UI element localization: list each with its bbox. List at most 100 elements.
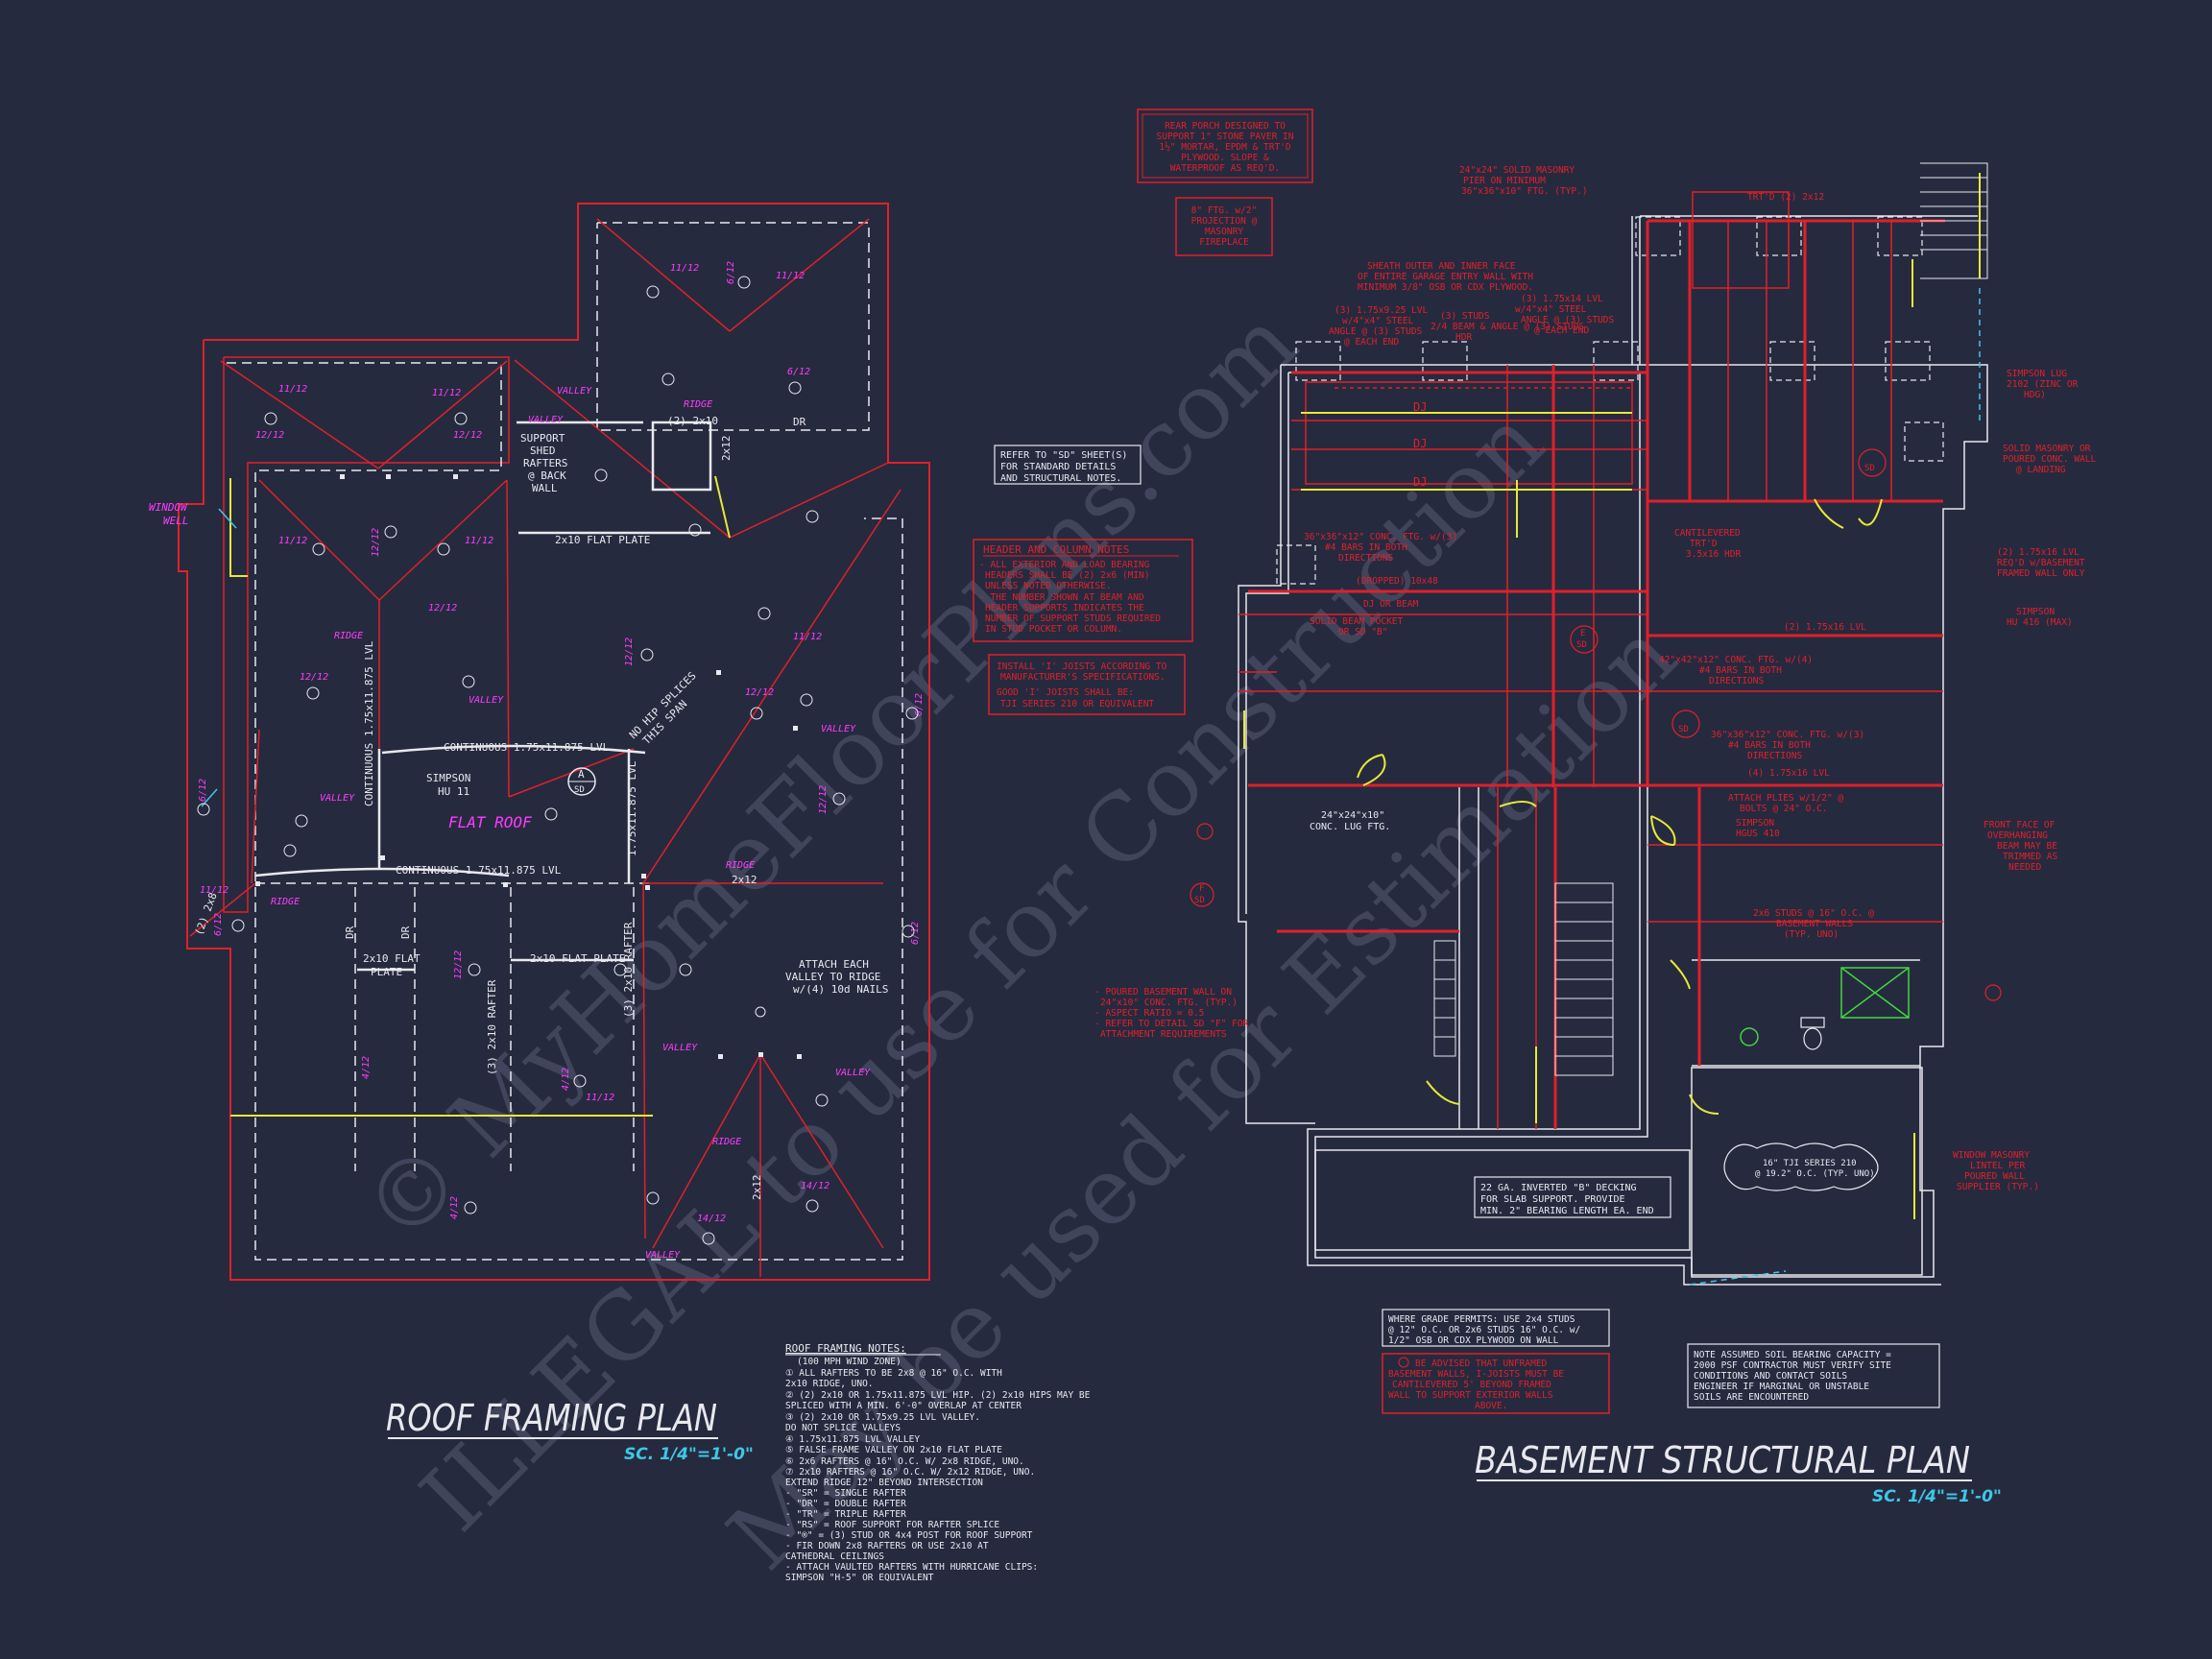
basement-walls bbox=[1238, 215, 1988, 1286]
svg-text:w/4"x4" STEEL: w/4"x4" STEEL bbox=[1515, 304, 1587, 315]
pitch-label: 12/12 bbox=[371, 528, 381, 557]
roof-note: - "RS" = ROOF SUPPORT FOR RAFTER SPLICE bbox=[785, 1520, 999, 1530]
valley-label: VALLEY bbox=[821, 724, 856, 734]
svg-text:HGUS 410: HGUS 410 bbox=[1736, 829, 1780, 839]
x2x12-top: 2x12 bbox=[720, 436, 733, 462]
svg-text:FOR STANDARD DETAILS: FOR STANDARD DETAILS bbox=[1000, 462, 1116, 472]
soil-note-box bbox=[1687, 1343, 1940, 1408]
svg-text:LINTEL PER: LINTEL PER bbox=[1970, 1161, 2025, 1171]
pitch-label: 14/12 bbox=[801, 1181, 830, 1191]
svg-text:(4) 1.75x16 LVL: (4) 1.75x16 LVL bbox=[1747, 768, 1830, 779]
svg-text:2x6 STUDS @ 16" O.C. @: 2x6 STUDS @ 16" O.C. @ bbox=[1753, 908, 1874, 919]
pitch-label: 14/12 bbox=[697, 1214, 726, 1224]
svg-text:2000 PSF CONTRACTOR MUST VERIF: 2000 PSF CONTRACTOR MUST VERIFY SITE bbox=[1694, 1360, 1891, 1371]
roof-note: ④ 1.75x11.875 LVL VALLEY bbox=[785, 1434, 920, 1445]
svg-text:DJ OR BEAM: DJ OR BEAM bbox=[1363, 599, 1418, 610]
svg-text:DIRECTIONS: DIRECTIONS bbox=[1338, 553, 1393, 564]
valley-label: VALLEY bbox=[645, 1250, 681, 1261]
svg-text:HEADER AND COLUMN NOTES: HEADER AND COLUMN NOTES bbox=[983, 543, 1129, 556]
flat-plate-left-1: 2x10 FLAT bbox=[363, 952, 421, 965]
header-notes: HEADER AND COLUMN NOTES - ALL EXTERIOR A… bbox=[979, 543, 1179, 635]
ridge-label: RIDGE bbox=[271, 897, 300, 907]
svg-text:FRAMED WALL ONLY: FRAMED WALL ONLY bbox=[1997, 568, 2085, 579]
detail-sd: SD bbox=[574, 785, 585, 795]
header-notes-box bbox=[973, 539, 1193, 642]
svg-text:NEEDED: NEEDED bbox=[2008, 862, 2042, 873]
svg-text:SIMPSON LUG: SIMPSON LUG bbox=[2007, 369, 2067, 379]
svg-text:SHEATH OUTER AND INNER FACE: SHEATH OUTER AND INNER FACE bbox=[1367, 261, 1516, 272]
svg-text:2102 (ZINC OR: 2102 (ZINC OR bbox=[2007, 379, 2079, 390]
roof-beams bbox=[254, 421, 712, 972]
pitch-label: 11/12 bbox=[586, 1093, 614, 1103]
roof-note: - "SR" = SINGLE RAFTER bbox=[785, 1488, 906, 1499]
valley-label: VALLEY bbox=[469, 695, 504, 706]
svg-text:OF ENTIRE GARAGE ENTRY WALL WI: OF ENTIRE GARAGE ENTRY WALL WITH bbox=[1358, 272, 1533, 282]
svg-text:22 GA. INVERTED "B" DECKING: 22 GA. INVERTED "B" DECKING bbox=[1480, 1183, 1637, 1193]
roof-notes-title: ROOF FRAMING NOTES: bbox=[785, 1342, 906, 1355]
roof-note: ⑥ 2x6 RAFTERS @ 16" O.C. W/ 2x8 RIDGE, U… bbox=[785, 1456, 1024, 1467]
fireplace-box bbox=[1175, 197, 1273, 256]
roof-note: - "DR" = DOUBLE RAFTER bbox=[785, 1499, 906, 1509]
basement-shower-fixture bbox=[1740, 967, 1910, 1046]
svg-text:OR SD "B": OR SD "B" bbox=[1338, 627, 1387, 637]
svg-text:ATTACHMENT REQUIREMENTS: ATTACHMENT REQUIREMENTS bbox=[1100, 1029, 1227, 1040]
svg-text:SOLID MASONRY OR: SOLID MASONRY OR bbox=[2003, 444, 2091, 454]
svg-text:#4 BARS IN BOTH: #4 BARS IN BOTH bbox=[1325, 542, 1407, 553]
grade-permits-box bbox=[1382, 1309, 1610, 1347]
svg-text:3.5x16 HDR: 3.5x16 HDR bbox=[1686, 549, 1741, 560]
pitch-label: 11/12 bbox=[670, 263, 699, 274]
svg-text:SD: SD bbox=[1864, 464, 1875, 473]
svg-text:DIRECTIONS: DIRECTIONS bbox=[1747, 751, 1802, 761]
pitch-label: 4/12 bbox=[361, 1056, 372, 1079]
pitch-label: 12/12 bbox=[453, 950, 464, 979]
svg-text:(2) 1.75x16 LVL: (2) 1.75x16 LVL bbox=[1997, 547, 2080, 558]
pitch-label: 11/12 bbox=[793, 632, 822, 642]
support-shed-2: SHED bbox=[530, 445, 556, 457]
ridge-label: RIDGE bbox=[334, 631, 363, 641]
roof-labels: WINDOW WELL SUPPORT SHED RAFTERS @ BACK … bbox=[149, 415, 888, 1200]
detail-a: A bbox=[578, 768, 585, 781]
svg-text:16" TJI SERIES 210: 16" TJI SERIES 210 bbox=[1763, 1159, 1857, 1168]
lvl-vertical-right: 1.75x11.875 LVL bbox=[626, 760, 638, 856]
basement-yellow-accents bbox=[1243, 173, 1981, 1219]
roof-outline-inner bbox=[223, 356, 510, 913]
svg-text:MASONRY: MASONRY bbox=[1205, 227, 1243, 237]
svg-text:#4 BARS IN BOTH: #4 BARS IN BOTH bbox=[1728, 740, 1811, 751]
svg-text:8" FTG. w/2": 8" FTG. w/2" bbox=[1191, 205, 1258, 216]
decking-note: 22 GA. INVERTED "B" DECKING FOR SLAB SUP… bbox=[1480, 1183, 1654, 1216]
svg-text:1½" MORTAR, EPDM & TRT'D: 1½" MORTAR, EPDM & TRT'D bbox=[1159, 142, 1291, 153]
svg-text:(3) STUDS: (3) STUDS bbox=[1440, 311, 1490, 322]
svg-text:CANTILEVERED: CANTILEVERED bbox=[1674, 528, 1741, 539]
support-shed-1: SUPPORT bbox=[520, 432, 565, 445]
svg-text:@ 19.2" O.C. (TYP. UNO): @ 19.2" O.C. (TYP. UNO) bbox=[1755, 1169, 1875, 1179]
svg-text:REFER TO "SD" SHEET(S): REFER TO "SD" SHEET(S) bbox=[1000, 450, 1127, 461]
svg-text:ENGINEER IF MARGINAL OR UNSTAB: ENGINEER IF MARGINAL OR UNSTABLE bbox=[1694, 1382, 1869, 1392]
roof-note: ② (2) 2x10 OR 1.75x11.875 LVL HIP. (2) 2… bbox=[785, 1390, 1091, 1401]
roof-magenta-labels: VALLEY VALLEY VALLEY VALLEY VALLEY VALLE… bbox=[198, 261, 925, 1261]
svg-text:(3) 1.75x9.25 LVL: (3) 1.75x9.25 LVL bbox=[1334, 305, 1429, 316]
basement-dj-labels: DJ DJ DJ bbox=[1413, 400, 1427, 489]
svg-text:HEADER SUPPORTS INDICATES THE: HEADER SUPPORTS INDICATES THE bbox=[985, 603, 1144, 613]
x2x12-bottom: 2x12 bbox=[751, 1175, 763, 1201]
svg-text:MINIMUM 3/8" OSB OR CDX PLYWOO: MINIMUM 3/8" OSB OR CDX PLYWOOD. bbox=[1358, 282, 1533, 293]
roof-note: (100 MPH WIND ZONE) bbox=[797, 1357, 902, 1367]
roof-note: - ATTACH VAULTED RAFTERS WITH HURRICANE … bbox=[785, 1562, 1038, 1573]
svg-text:CANTILEVERED 5' BEYOND FRAMED: CANTILEVERED 5' BEYOND FRAMED bbox=[1392, 1380, 1551, 1390]
joist-notes: INSTALL 'I' JOISTS ACCORDING TO MANUFACT… bbox=[997, 661, 1167, 709]
pitch-label: 12/12 bbox=[428, 603, 457, 613]
basement-title: BASEMENT STRUCTURAL PLAN bbox=[1475, 1439, 1970, 1481]
support-shed-5: WALL bbox=[532, 482, 558, 494]
svg-text:CONDITIONS AND CONTACT SOILS: CONDITIONS AND CONTACT SOILS bbox=[1694, 1371, 1847, 1382]
svg-text:BASEMENT WALLS: BASEMENT WALLS bbox=[1776, 919, 1853, 929]
pitch-label: 11/12 bbox=[776, 271, 805, 281]
svg-text:(2) 1.75x16 LVL: (2) 1.75x16 LVL bbox=[1784, 622, 1866, 633]
attach-each-3: w/(4) 10d NAILS bbox=[793, 983, 888, 996]
pitch-label: 12/12 bbox=[300, 672, 328, 683]
svg-text:SOLID BEAM POCKET: SOLID BEAM POCKET bbox=[1310, 616, 1404, 627]
grade-permits-note: WHERE GRADE PERMITS: USE 2x4 STUDS @ 12"… bbox=[1388, 1314, 1580, 1346]
svg-text:#4 BARS IN BOTH: #4 BARS IN BOTH bbox=[1699, 665, 1782, 676]
roof-note: ⑤ FALSE FRAME VALLEY ON 2x10 FLAT PLATE bbox=[785, 1445, 1002, 1455]
svg-text:BASEMENT WALLS, I-JOISTS MUST: BASEMENT WALLS, I-JOISTS MUST BE bbox=[1388, 1369, 1564, 1380]
pitch-label: 11/12 bbox=[278, 536, 307, 546]
svg-text:UNLESS NOTED OTHERWISE.: UNLESS NOTED OTHERWISE. bbox=[985, 581, 1112, 591]
